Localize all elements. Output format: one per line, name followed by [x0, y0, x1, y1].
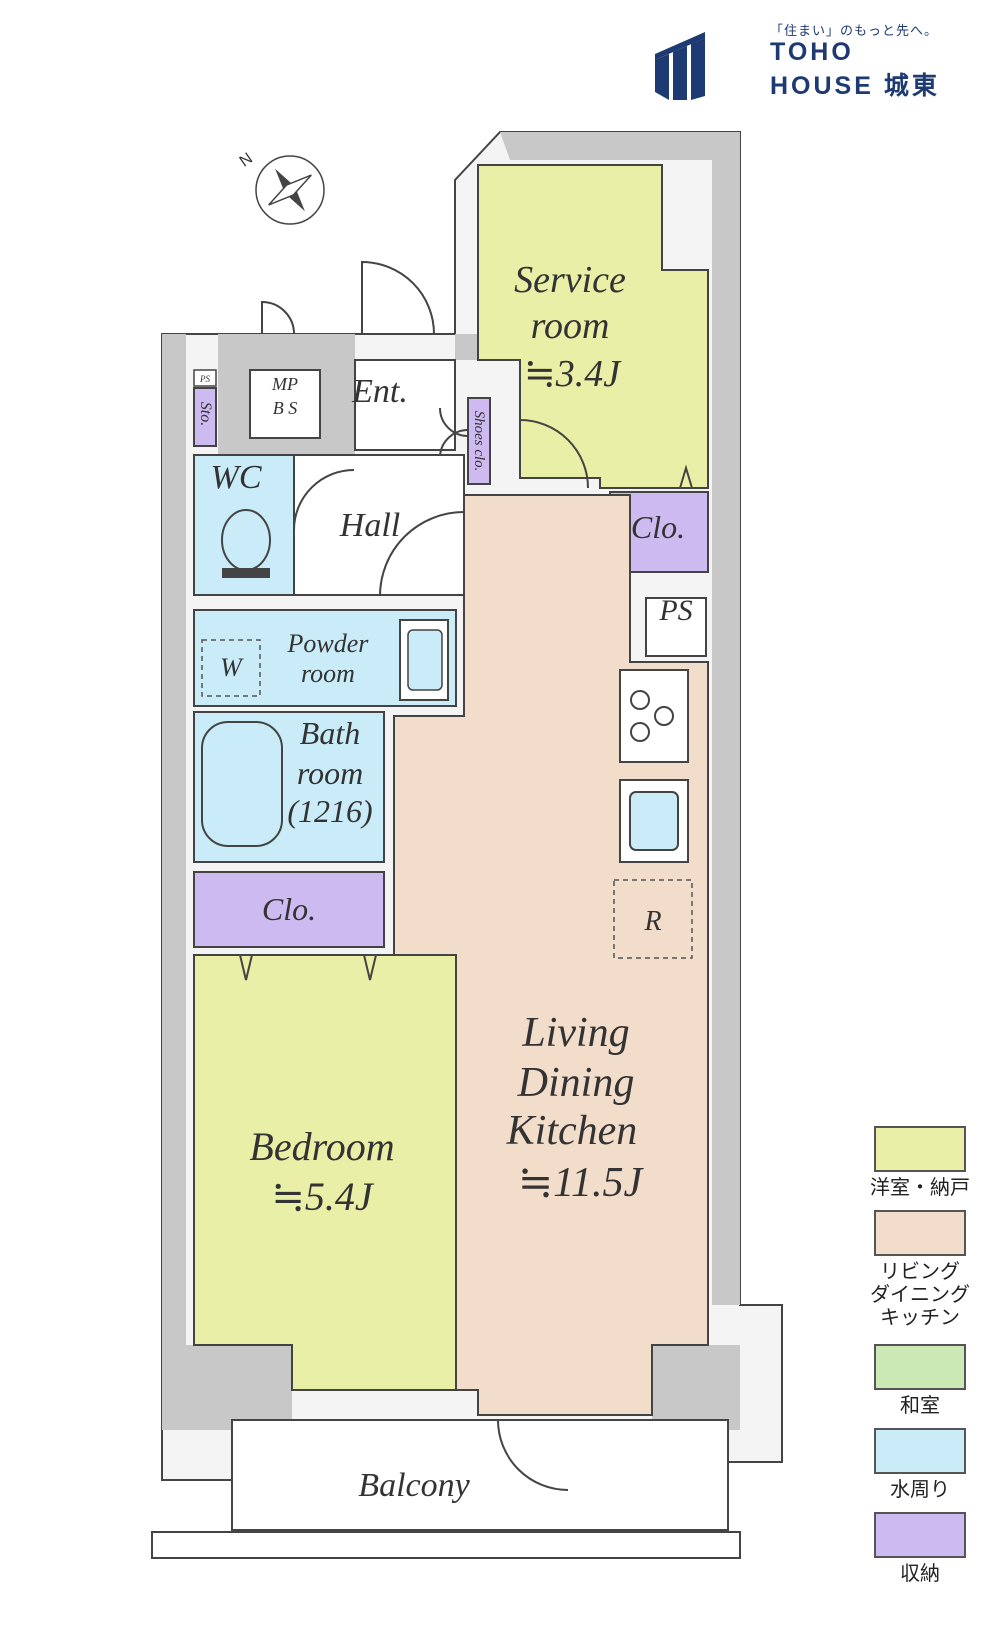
label-ldk-2: Dining [517, 1060, 635, 1106]
shoes-closet-area [467, 397, 491, 485]
brand-name-line1: TOHO [770, 38, 854, 66]
brand-name-line2: HOUSE 城東 [770, 72, 940, 100]
legend-swatch-ldk [874, 1210, 966, 1256]
door-service [519, 419, 589, 489]
compass-icon: N [237, 150, 325, 225]
brand-logo [655, 18, 985, 100]
label-wc: WC [211, 459, 262, 496]
brand-tagline: 「住まい」のもっと先へ。 [770, 24, 939, 39]
door-entrance [361, 260, 435, 335]
label-ps-right: PS [658, 594, 692, 627]
door-shoes [439, 407, 469, 457]
compass-north-label: N [237, 150, 256, 171]
brand-mark-icon [655, 32, 705, 100]
legend-swatch-western [874, 1126, 966, 1172]
refrigerator-space [613, 879, 693, 959]
door-hall [379, 511, 465, 597]
label-bedroom: Bedroom [249, 1124, 394, 1169]
wall-left [162, 334, 186, 1430]
legend-item-ldk: リビング ダイニング キッチン [860, 1210, 980, 1329]
legend-item-water: 水周り [860, 1428, 980, 1501]
wall-top-right [500, 132, 740, 160]
ps-small-area [193, 369, 217, 387]
service-room-area [477, 164, 709, 489]
legend-swatch-storage [874, 1512, 966, 1558]
label-entrance: Ent. [351, 373, 408, 410]
label-powder-room-2: room [301, 659, 355, 688]
closet-left-area [193, 871, 385, 948]
bedroom-area [193, 954, 457, 1391]
label-washer: W [220, 653, 244, 682]
label-mpbs-1: MP [271, 374, 298, 394]
label-bathroom-3: (1216) [287, 793, 372, 829]
ps-right-area [645, 597, 707, 657]
label-bedroom-size: ≒5.4J [271, 1174, 375, 1219]
label-service-room-size: ≒3.4J [524, 353, 622, 395]
mpbs-area [249, 369, 321, 439]
label-balcony: Balcony [358, 1467, 470, 1504]
label-service-room-2: room [531, 305, 610, 347]
storage-area [193, 387, 217, 447]
entrance-area [354, 359, 456, 451]
doors [239, 260, 693, 1491]
legend-swatch-japanese [874, 1344, 966, 1390]
legend-item-western: 洋室・納戸 [860, 1126, 980, 1199]
door-wc [293, 469, 355, 531]
door-balcony [497, 1419, 569, 1491]
wall-bedroom-pier [186, 1345, 292, 1430]
bathtub-icon [201, 721, 283, 847]
label-storage: Sto. [197, 402, 214, 426]
label-powder-room: Powder [287, 629, 370, 658]
legend-label-water: 水周り [890, 1477, 950, 1501]
label-bathroom: Bath [300, 715, 360, 751]
label-service-room: Service [514, 259, 626, 301]
fixtures [201, 509, 693, 959]
label-shoes-closet: Shoes clo. [471, 411, 487, 472]
wall-right [712, 132, 740, 1305]
label-ldk-3: Kitchen [506, 1108, 638, 1154]
legend-label-storage: 収納 [900, 1561, 940, 1585]
label-bathroom-2: room [297, 755, 363, 791]
washer-space [201, 639, 261, 697]
label-ps-small: PS [199, 374, 210, 384]
label-closet-right: Clo. [631, 509, 685, 545]
label-hall: Hall [339, 507, 400, 544]
toilet-icon [221, 509, 271, 571]
legend-label-western: 洋室・納戸 [870, 1175, 970, 1199]
label-closet-left: Clo. [262, 891, 316, 927]
legend-item-storage: 収納 [860, 1512, 980, 1585]
label-ldk-size: ≒11.5J [518, 1160, 645, 1206]
door-closet-right [679, 464, 693, 489]
label-refrigerator: R [643, 906, 661, 937]
balcony-area [231, 1419, 729, 1531]
wall-ldk-pier [652, 1345, 740, 1430]
legend-swatch-water [874, 1428, 966, 1474]
balcony-rail [151, 1531, 741, 1559]
label-ldk: Living [521, 1010, 629, 1056]
door-closet-left [239, 954, 377, 981]
label-mpbs-2: B S [273, 398, 298, 418]
legend-label-ldk: リビング ダイニング キッチン [870, 1259, 970, 1329]
door-mpbs [261, 300, 295, 335]
legend-label-japanese: 和室 [900, 1393, 940, 1417]
room-labels: Service room ≒3.4J MP B S PS Sto. Ent. S… [197, 259, 693, 1504]
legend-item-japanese: 和室 [860, 1344, 980, 1417]
